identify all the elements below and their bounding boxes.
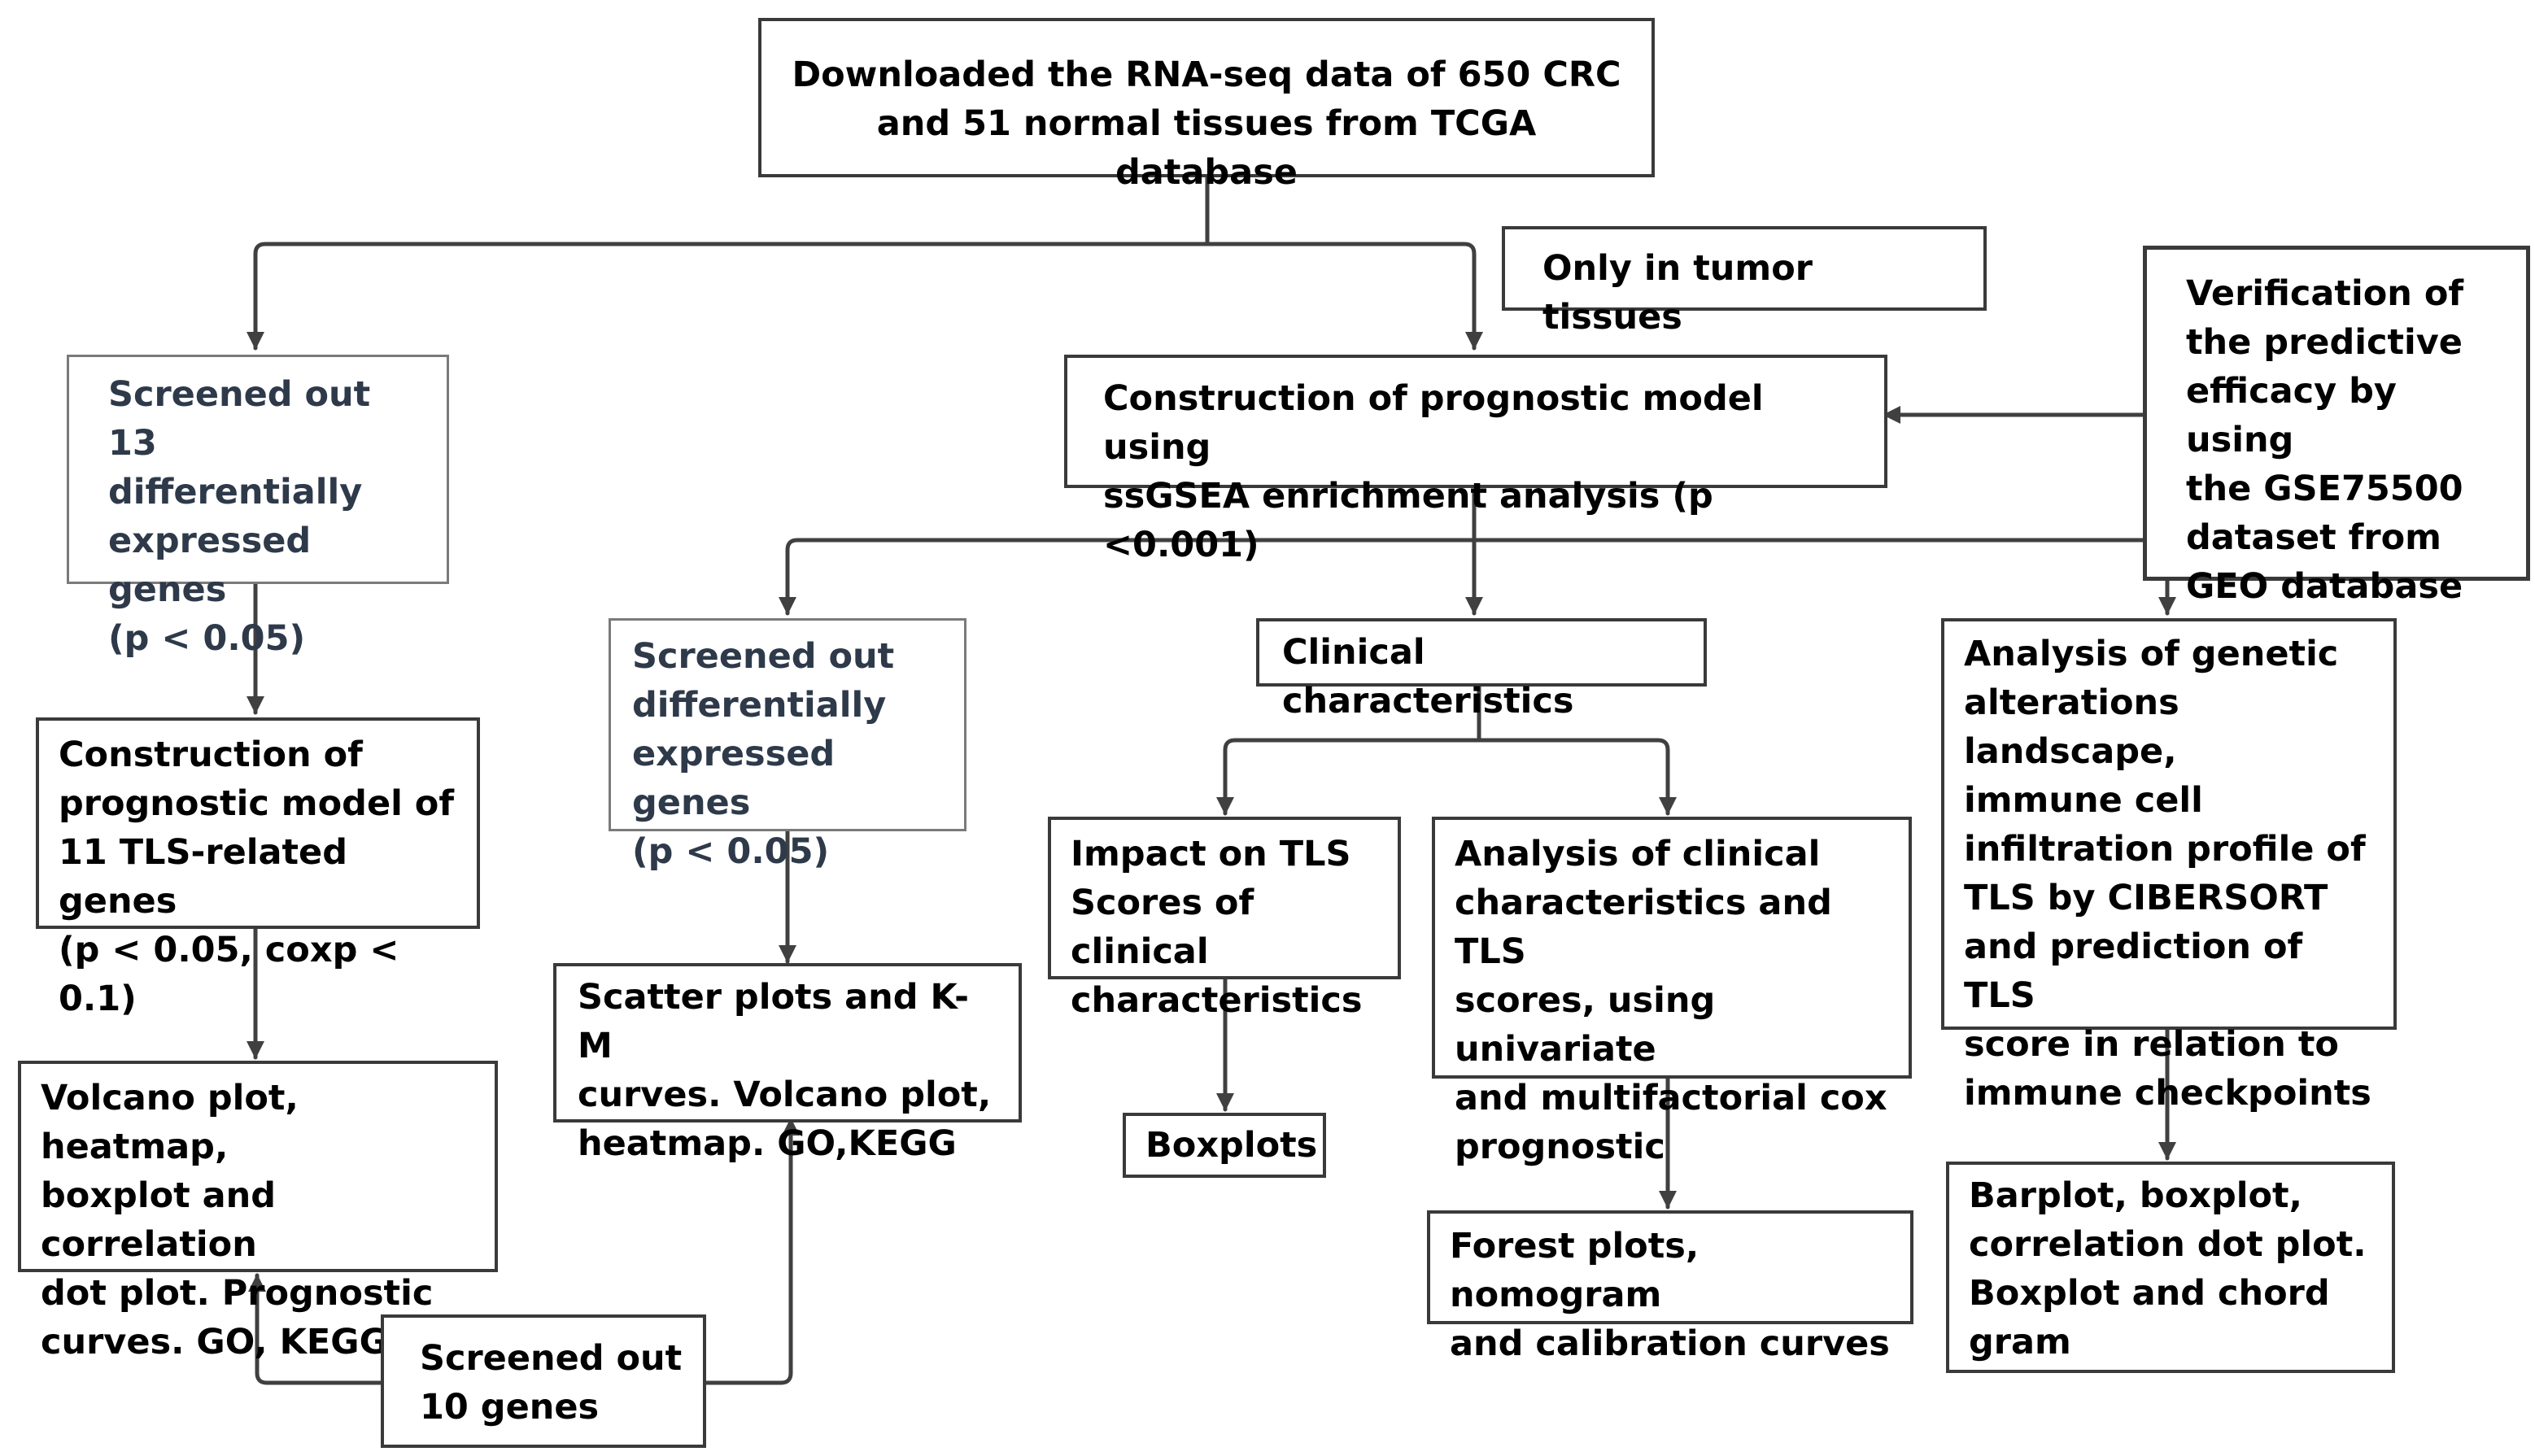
box-forest-plots: Forest plots, nomogram and calibration c… (1427, 1210, 1913, 1364)
box-tcga-download: Downloaded the RNA-seq data of 650 CRC a… (758, 18, 1655, 193)
connector-tcga-to-ssgsea (1205, 242, 1483, 351)
box-prognostic-11: Construction of prognostic model of 11 T… (36, 717, 480, 1019)
connector-ssgsea-to-genetic (1472, 538, 2176, 616)
connector-clinical-to-impact (1216, 738, 1481, 816)
box-ssgsea-model: Construction of prognostic model using s… (1064, 355, 1887, 565)
connector-screened10-to-scatter (702, 1117, 800, 1385)
box-impact-tls: Impact on TLS Scores of clinical charact… (1048, 817, 1401, 1021)
box-genetic-alterations: Analysis of genetic alterations landscap… (1941, 618, 2397, 1114)
box-clinical-characteristics: Clinical characteristics (1256, 618, 1707, 721)
box-volcano-left: Volcano plot, heatmap, boxplot and corre… (18, 1061, 498, 1362)
box-scatter-plots: Scatter plots and K-M curves. Volcano pl… (553, 963, 1022, 1164)
box-verification: Verification of the predictive efficacy … (2143, 246, 2530, 607)
connector-tcga-to-screened13 (247, 242, 1210, 351)
box-screened-deg: Screened out differentially expressed ge… (609, 618, 966, 872)
connector-clinical-to-analysis (1477, 738, 1677, 816)
box-analysis-clinical: Analysis of clinical characteristics and… (1432, 817, 1912, 1167)
box-screened-10: Screened out 10 genes (381, 1314, 706, 1448)
box-barplot: Barplot, boxplot, correlation dot plot. … (1946, 1162, 2395, 1373)
connector-ssgsea-to-deg (779, 538, 1477, 616)
box-boxplots: Boxplots (1123, 1113, 1326, 1178)
box-tumor-only: Only in tumor tissues (1502, 226, 1987, 338)
box-screened-13: Screened out 13 differentially expressed… (67, 355, 449, 659)
connector-screened10-to-volcano (248, 1273, 385, 1385)
